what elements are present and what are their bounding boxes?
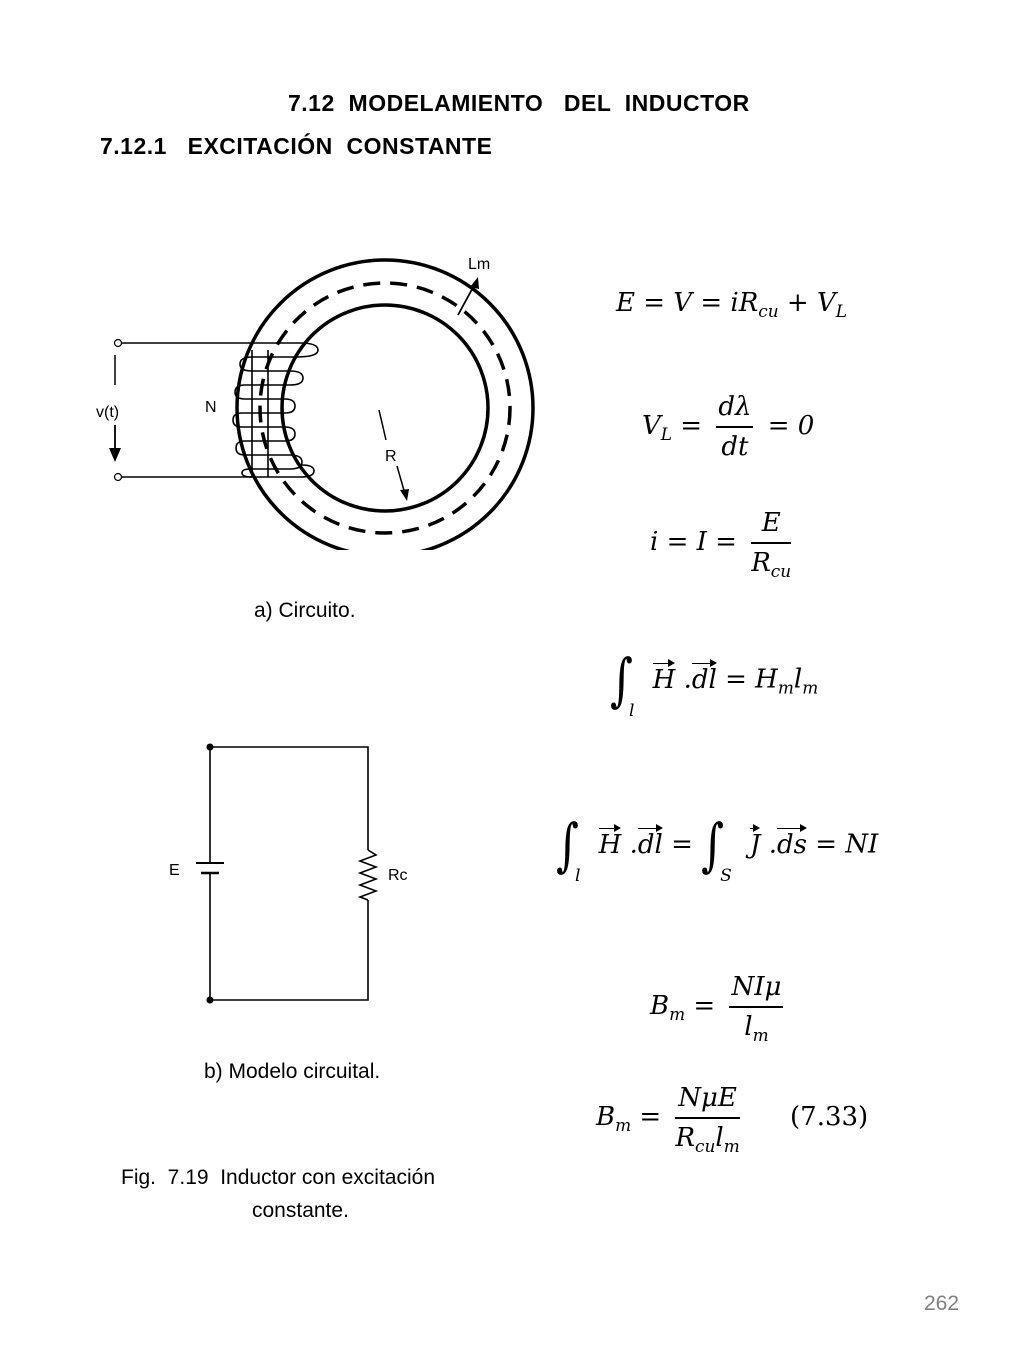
label-lm: Lm xyxy=(468,256,491,273)
equation-number: (7.33) xyxy=(790,1102,869,1132)
lm-arrow xyxy=(470,277,479,289)
equation-ampere-law: ∫l H .dl = ∫S J .ds = NI xyxy=(556,812,879,886)
subsection-heading: 7.12.1 EXCITACIÓN CONSTANTE xyxy=(100,133,493,159)
caption-circuit: a) Circuito. xyxy=(254,599,356,622)
toroid-inner-ring xyxy=(280,303,490,513)
wire-bottom xyxy=(210,900,369,1001)
page-number: 262 xyxy=(924,1292,960,1315)
caption-model: b) Modelo circuital. xyxy=(204,1060,381,1083)
equation-ampere-path: ∫l H .dl = Hmlm xyxy=(610,647,819,721)
voltage-arrow xyxy=(109,448,121,462)
toroid-outer-ring xyxy=(235,258,535,550)
wire-top xyxy=(210,746,369,850)
coil-windings xyxy=(232,342,319,478)
node-bottom xyxy=(206,996,214,1004)
label-voltage: v(t) xyxy=(96,404,120,421)
label-turns: N xyxy=(205,399,217,416)
r-arrow xyxy=(400,489,409,501)
figure-caption-line1: Fig. 7.19 Inductor con excitación xyxy=(121,1166,436,1189)
label-radius: R xyxy=(385,448,397,465)
node-top xyxy=(206,743,214,751)
resistor-zigzag xyxy=(357,849,379,901)
terminal-top xyxy=(113,338,123,348)
equation-kvl: E = V = iRcu + VL xyxy=(616,288,847,321)
label-resistance: Rc xyxy=(388,867,408,884)
mean-path-dashed xyxy=(258,281,512,535)
toroid-circuit-diagram xyxy=(109,258,535,550)
label-source: E xyxy=(169,862,180,879)
section-heading: 7.12 MODELAMIENTO DEL INDUCTOR xyxy=(288,90,750,116)
circuit-model-diagram xyxy=(196,743,379,1004)
terminal-bottom xyxy=(113,472,123,482)
figure-caption-line2: constante. xyxy=(252,1199,349,1222)
